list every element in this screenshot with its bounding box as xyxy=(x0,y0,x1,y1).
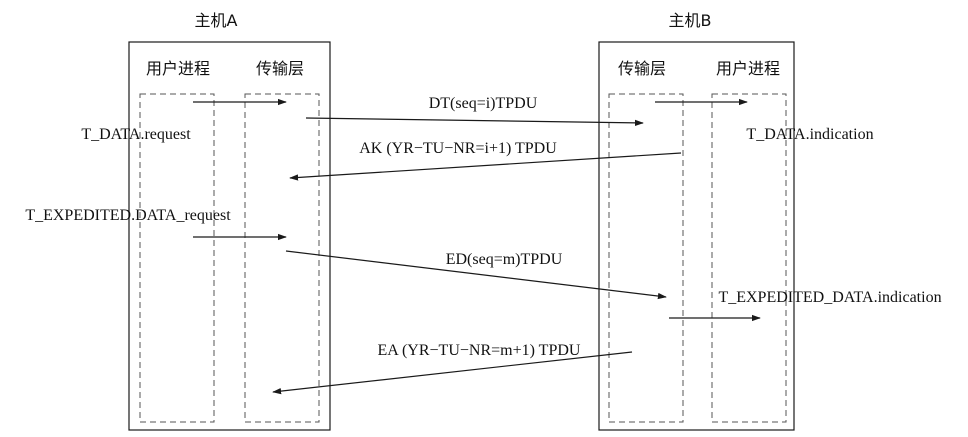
data-indication-label: T_DATA.indication xyxy=(746,126,873,143)
data-request-label: T_DATA.request xyxy=(81,126,191,143)
expedited-indication-label: T_EXPEDITED_DATA.indication xyxy=(718,289,941,306)
ea-tpdu-label: EA (YR−TU−NR=m+1) TPDU xyxy=(378,342,581,359)
host-b-box xyxy=(598,41,795,431)
host-a-box xyxy=(128,41,331,431)
host-a-transport-layer-label: 传输层 xyxy=(256,59,304,78)
host-b-transport-column xyxy=(608,93,684,423)
host-b-user-process-label: 用户进程 xyxy=(716,59,780,78)
host-b-user-column xyxy=(711,93,787,423)
dt-tpdu-arrow xyxy=(305,117,644,127)
host-a-title: 主机A xyxy=(195,11,238,30)
host-a-transport-column xyxy=(244,93,320,423)
ak-tpdu-arrow xyxy=(289,152,682,181)
ed-tpdu-label: ED(seq=m)TPDU xyxy=(446,251,563,268)
expedited-request-label: T_EXPEDITED.DATA_request xyxy=(25,207,231,224)
host-b-transport-layer-label: 传输层 xyxy=(618,59,666,78)
ed-tpdu-arrow xyxy=(285,250,667,300)
ak-tpdu-label: AK (YR−TU−NR=i+1) TPDU xyxy=(359,140,557,157)
dt-tpdu-label: DT(seq=i)TPDU xyxy=(429,95,538,112)
host-a-user-process-label: 用户进程 xyxy=(146,59,210,78)
host-b-title: 主机B xyxy=(669,11,712,30)
ea-tpdu-arrow xyxy=(272,351,633,395)
host-a-user-column xyxy=(139,93,215,423)
